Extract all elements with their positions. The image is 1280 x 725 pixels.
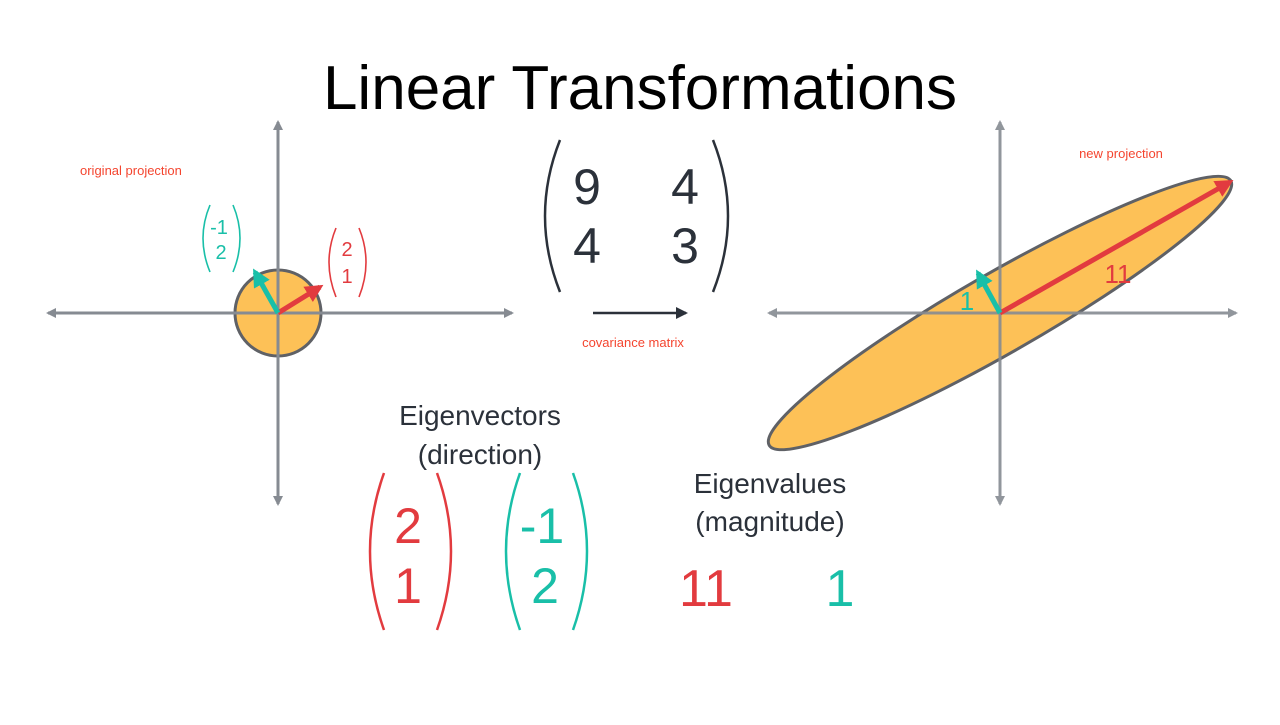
red-vector-small: 2 1 — [328, 227, 367, 298]
red-eigenvector-x: 2 — [394, 498, 422, 554]
svg-text:1: 1 — [341, 266, 352, 288]
eigenvectors-title: Eigenvectors — [399, 400, 561, 431]
teal-scaled-arrow — [975, 269, 1003, 315]
slide-title: Linear Transformations — [323, 54, 957, 123]
svg-text:4: 4 — [671, 159, 699, 215]
eigenvectors-section: Eigenvectors (direction) 2 1 -1 2 — [368, 400, 589, 631]
teal-eigenvector-y: 2 — [531, 558, 559, 614]
red-eigenvalue: 11 — [679, 560, 733, 618]
svg-text:3: 3 — [671, 218, 699, 274]
original-projection-plot: original projection -1 2 2 1 — [46, 120, 514, 506]
teal-eigenvector-arrow — [252, 268, 281, 315]
red-eigenvector-arrow — [276, 284, 324, 316]
eigenvectors-subtitle: (direction) — [418, 439, 542, 470]
red-magnitude-label: 11 — [1105, 259, 1132, 289]
eigenvalues-section: Eigenvalues (magnitude) 11 1 — [679, 468, 854, 618]
red-scaled-arrow — [998, 179, 1234, 316]
covariance-matrix-label: covariance matrix — [582, 335, 684, 350]
red-eigenvector-y: 1 — [394, 558, 422, 614]
teal-eigenvector-x: -1 — [520, 498, 564, 554]
original-projection-label: original projection — [80, 163, 182, 178]
svg-text:2: 2 — [341, 239, 352, 261]
eigenvalues-title: Eigenvalues — [694, 468, 847, 499]
svg-text:9: 9 — [573, 159, 601, 215]
teal-magnitude-label: 1 — [960, 286, 974, 316]
eigenvalues-subtitle: (magnitude) — [695, 506, 844, 537]
covariance-matrix: 9 4 4 3 covariance matrix — [543, 139, 730, 350]
teal-eigenvalue: 1 — [826, 560, 855, 618]
svg-text:2: 2 — [215, 242, 226, 264]
new-projection-plot: 11 1 new projection — [766, 120, 1238, 506]
new-projection-label: new projection — [1079, 146, 1163, 161]
svg-text:4: 4 — [573, 218, 601, 274]
svg-text:-1: -1 — [210, 217, 228, 239]
teal-vector-small: -1 2 — [202, 204, 241, 273]
